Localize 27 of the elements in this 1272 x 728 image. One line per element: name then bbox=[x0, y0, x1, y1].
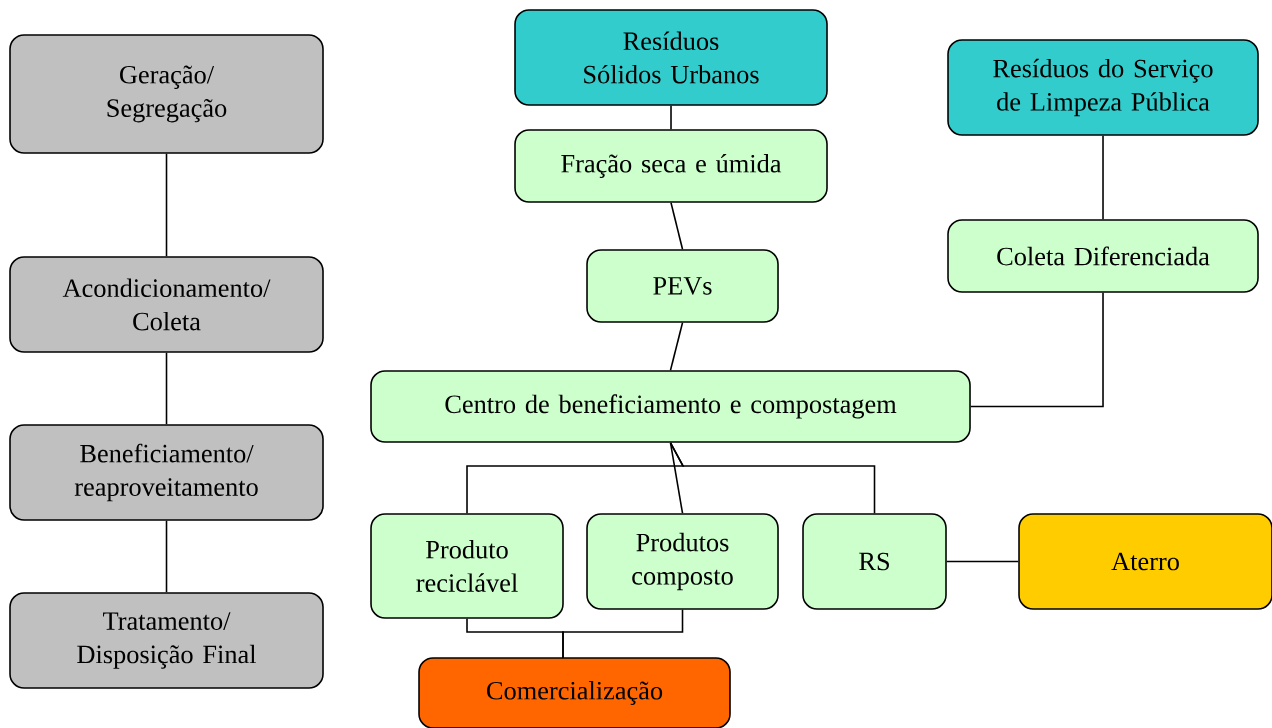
connector-line bbox=[562, 609, 684, 659]
process-box: Fração seca e úmida bbox=[514, 129, 828, 203]
connector-line bbox=[670, 105, 672, 130]
process-box: Aterro bbox=[1018, 513, 1272, 610]
connector-line bbox=[670, 202, 684, 250]
process-box: Centro de beneficiamento e compostagem bbox=[370, 370, 971, 443]
connector-line bbox=[1102, 135, 1104, 220]
connector-line bbox=[946, 560, 1019, 563]
connector-line bbox=[165, 351, 168, 425]
process-box: Geração/ Segregação bbox=[9, 34, 324, 154]
process-box: Produtos composto bbox=[586, 513, 779, 610]
process-box: RS bbox=[802, 513, 947, 610]
process-box: Resíduos do Serviço de Limpeza Pública bbox=[947, 39, 1259, 136]
process-box: Comercialização bbox=[418, 657, 731, 728]
process-box: Resíduos Sólidos Urbanos bbox=[514, 9, 828, 106]
connector-line bbox=[970, 291, 1104, 408]
connector-line bbox=[165, 520, 168, 593]
connector-line bbox=[165, 153, 168, 257]
process-box: Acondicionamento/ Coleta bbox=[9, 256, 324, 353]
process-box: Tratamento/ Disposição Final bbox=[9, 592, 324, 689]
connector-line bbox=[669, 441, 876, 514]
process-box: Coleta Diferenciada bbox=[947, 219, 1259, 293]
process-box: PEVs bbox=[586, 249, 779, 323]
connector-line bbox=[669, 321, 684, 371]
process-box: Produto reciclável bbox=[370, 513, 564, 619]
connector-line bbox=[669, 441, 684, 514]
process-box: Beneficiamento/ reaproveitamento bbox=[9, 424, 324, 521]
